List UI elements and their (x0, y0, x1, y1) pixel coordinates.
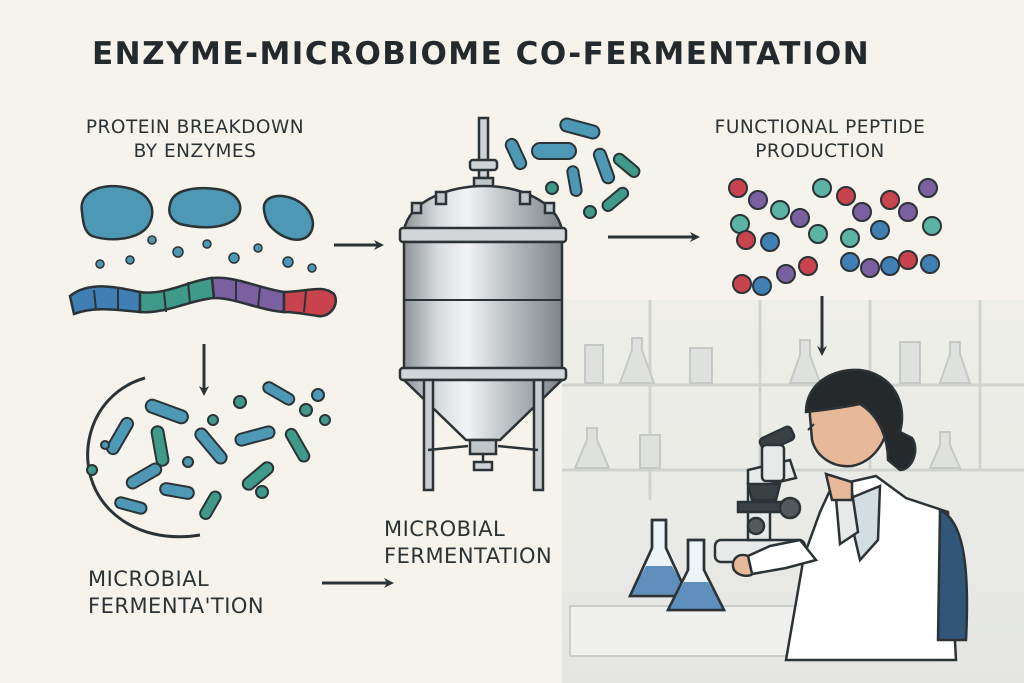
enzyme-blob-icon (262, 194, 315, 241)
microbial-fermentation-label-bottom: MICROBIAL FERMENTA'TION (88, 566, 318, 621)
rod-bacteria-icon (592, 147, 616, 185)
label-line: PRODUCTION (755, 141, 885, 163)
rod-bacteria-icon (566, 165, 583, 197)
rod-bacteria-icon (150, 425, 170, 467)
microbes-above-tank (504, 117, 641, 219)
rod-bacteria-icon (601, 186, 630, 212)
rod-bacteria-icon (612, 152, 641, 178)
rod-bacteria-icon (241, 461, 275, 491)
rod-bacteria-icon (504, 137, 528, 171)
rod-bacteria-icon (194, 427, 228, 465)
rod-bacteria-icon (531, 142, 577, 160)
enzyme-blob-icon (80, 184, 154, 241)
flow-arrows (199, 232, 827, 588)
protein-chain-icon (68, 276, 337, 318)
rod-bacteria-icon (559, 117, 601, 140)
rod-bacteria-icon (199, 490, 222, 520)
label-line: FERMENTATION (384, 544, 553, 569)
rod-bacteria-icon (114, 496, 148, 515)
label-line: FERMENTA'TION (88, 594, 265, 619)
amino-dots (95, 235, 317, 273)
steel-fermenter-tank-icon (398, 116, 568, 492)
microbial-fermentation-label-center: MICROBIAL FERMENTATION (384, 516, 624, 571)
enzymes-group (80, 184, 315, 241)
rod-bacteria-icon (284, 427, 311, 463)
rod-bacteria-icon (106, 416, 134, 456)
flasks (628, 518, 727, 612)
label-line: BY ENZYMES (133, 141, 257, 163)
label-line: MICROBIAL (384, 517, 506, 541)
protein-breakdown-label: PROTEIN BREAKDOWN BY ENZYMES (60, 116, 330, 164)
infographic-title: ENZYME-MICROBIOME CO-FERMENTATION (92, 36, 871, 72)
rod-bacteria-icon (159, 482, 195, 500)
label-line: PROTEIN BREAKDOWN (85, 117, 305, 138)
peptide-group (728, 178, 942, 296)
label-line: MICROBIAL (88, 567, 210, 591)
peptide-bead-icon (728, 178, 748, 198)
rod-bacteria-icon (262, 381, 296, 406)
erlenmeyer-flask-icon (628, 518, 690, 598)
scientist-with-microscope-icon (731, 368, 969, 662)
label-line: FUNCTIONAL PEPTIDE (714, 117, 926, 138)
erlenmeyer-flask-icon (665, 538, 727, 612)
microbe-cluster (86, 376, 331, 539)
rod-bacteria-icon (234, 425, 276, 447)
rod-bacteria-icon (125, 462, 163, 490)
peptide-production-label: FUNCTIONAL PEPTIDE PRODUCTION (665, 116, 975, 164)
enzyme-blob-icon (168, 187, 242, 229)
rod-bacteria-icon (144, 398, 189, 425)
